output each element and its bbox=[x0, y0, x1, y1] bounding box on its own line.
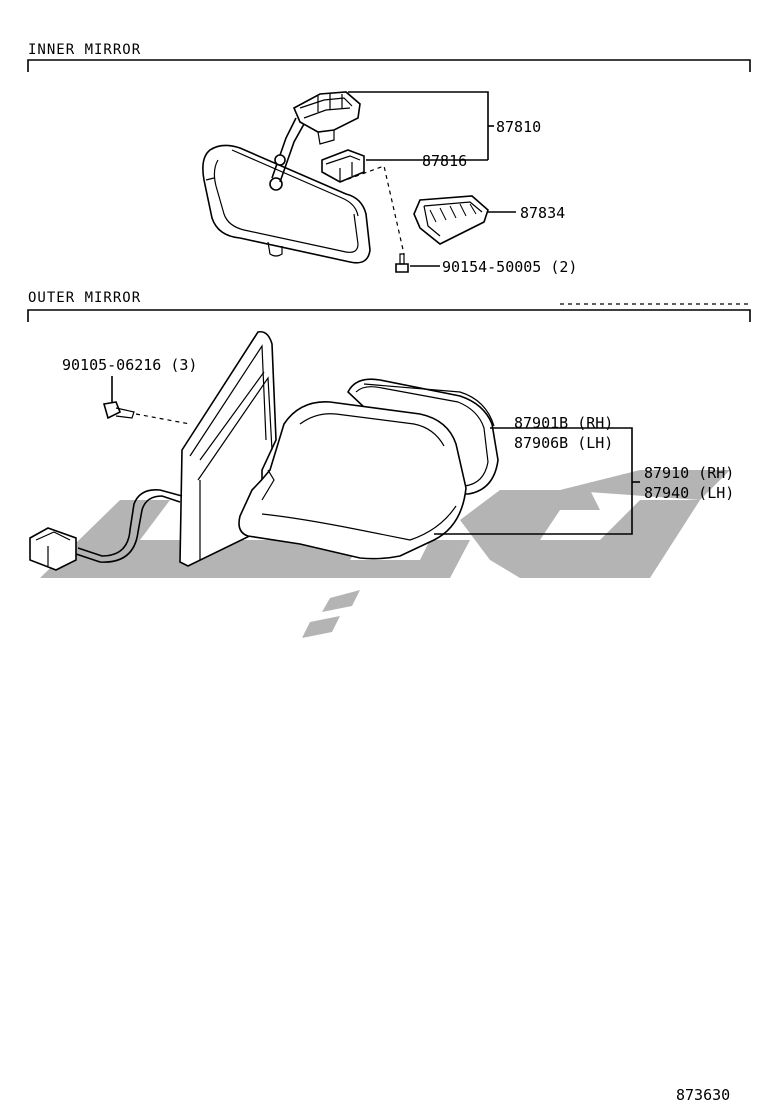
bolt-outer bbox=[102, 401, 135, 420]
section-bracket-inner bbox=[27, 59, 751, 72]
part-label-87816: 87816 bbox=[422, 152, 467, 170]
part-label-87906b: 87906B (LH) bbox=[514, 434, 613, 452]
part-label-90105: 90105-06216 (3) bbox=[62, 356, 197, 374]
cover-part bbox=[413, 195, 489, 245]
screw-inner bbox=[395, 253, 409, 273]
section-bracket-outer bbox=[27, 309, 751, 322]
leader-87810 bbox=[348, 91, 489, 160]
part-label-87901b: 87901B (RH) bbox=[514, 414, 613, 432]
mirror-stay bbox=[292, 91, 361, 145]
section-title-outer: OUTER MIRROR bbox=[28, 290, 141, 306]
outer-mirror bbox=[29, 330, 499, 571]
part-label-87834: 87834 bbox=[520, 204, 565, 222]
part-label-87910: 87910 (RH) bbox=[644, 464, 734, 482]
part-label-90154: 90154-50005 (2) bbox=[442, 258, 577, 276]
clip-part bbox=[321, 149, 365, 183]
part-label-87810: 87810 bbox=[496, 118, 541, 136]
inner-mirror bbox=[202, 117, 371, 264]
leader-87910 bbox=[434, 427, 633, 535]
diagram-number: 873630 bbox=[676, 1086, 730, 1104]
part-label-87940: 87940 (LH) bbox=[644, 484, 734, 502]
section-title-inner: INNER MIRROR bbox=[28, 42, 141, 58]
